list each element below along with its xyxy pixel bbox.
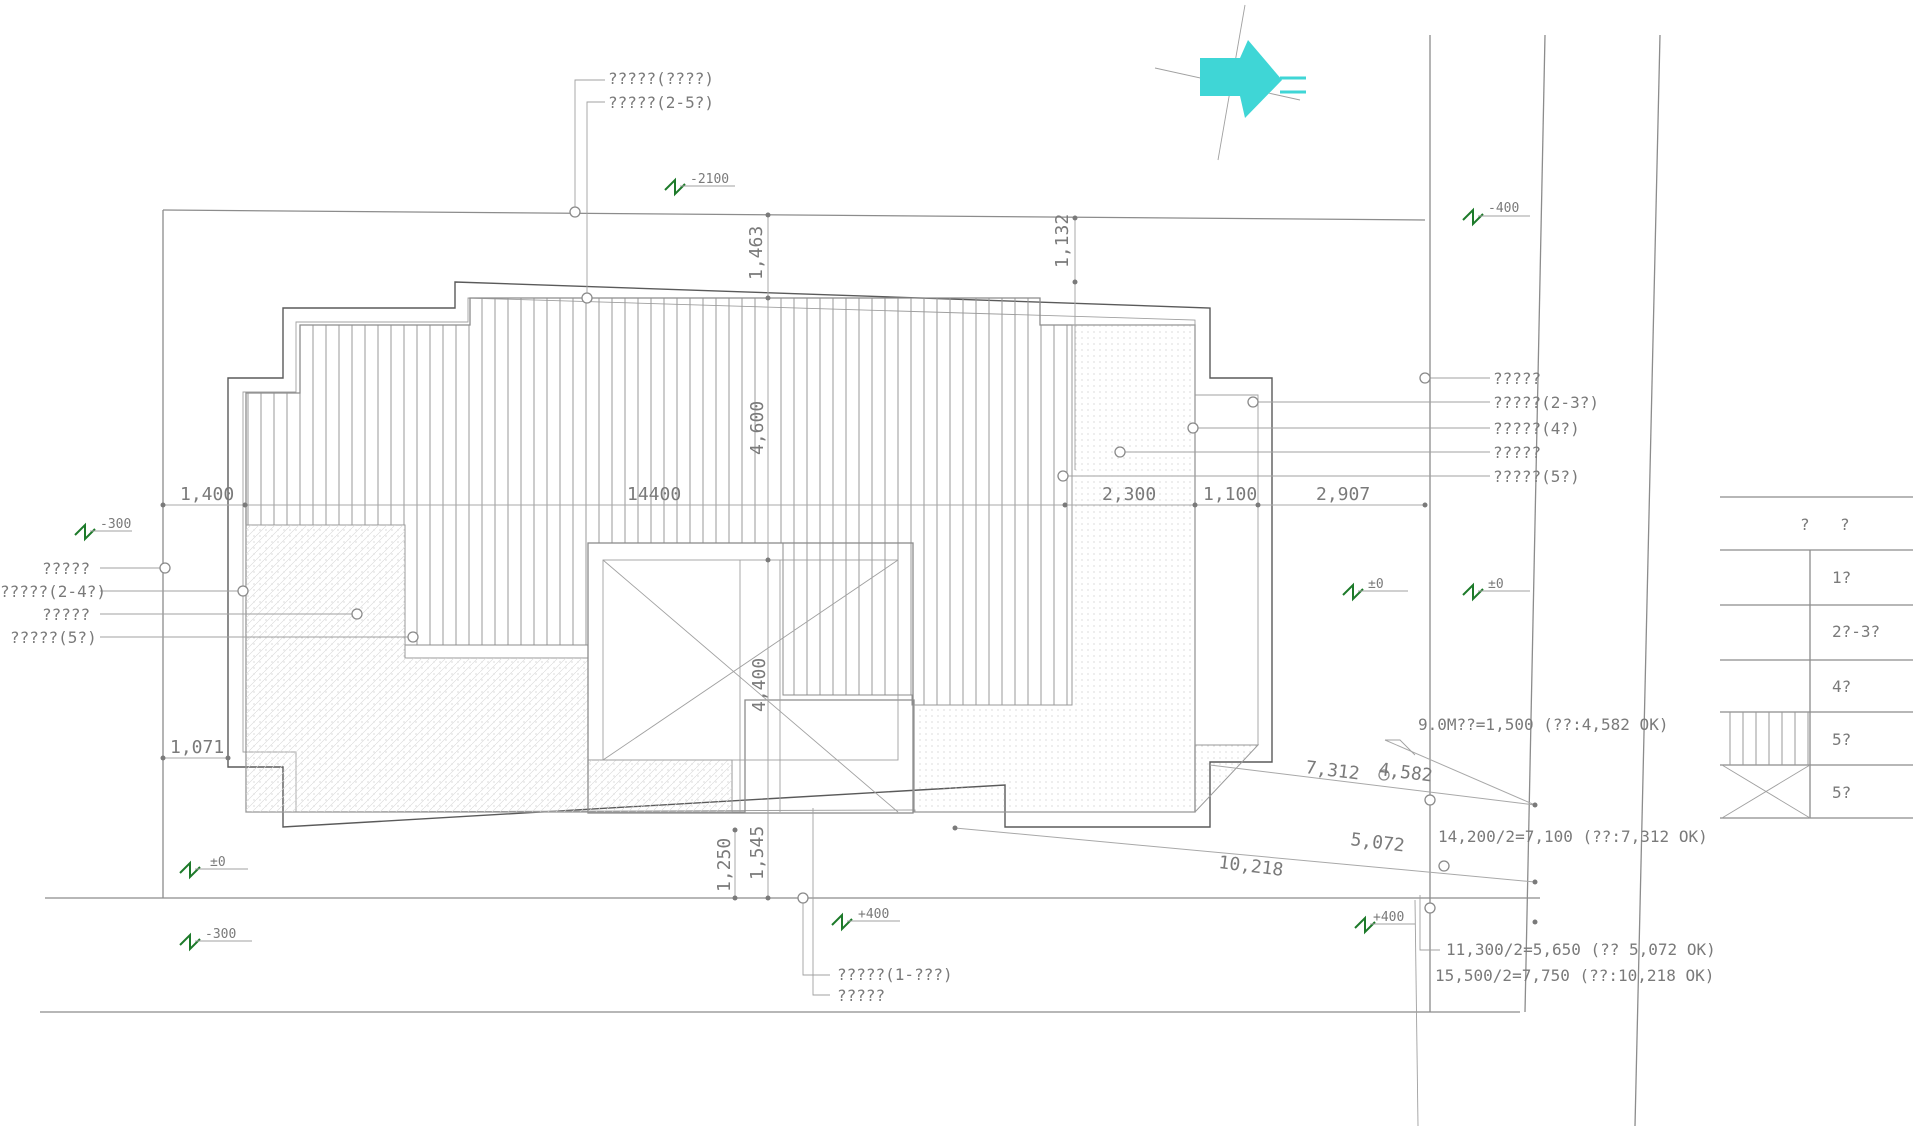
dimension-lines — [160, 212, 1538, 925]
setback-note: 14,200/2=7,100 (??:7,312 OK) — [1438, 827, 1708, 846]
dimension-label: 1,400 — [180, 484, 234, 505]
level-marker: ±0 — [1462, 577, 1530, 602]
legend-row-label: 2?-3? — [1832, 622, 1880, 641]
level-marker: +400 — [1354, 910, 1415, 935]
setback-note: 9.0M??=1,500 (??:4,582 OK) — [1418, 715, 1668, 734]
callout-label: ?????(2-3?) — [1493, 393, 1599, 412]
stair-core — [587, 542, 914, 814]
legend-header: ? — [1800, 515, 1810, 534]
level-label: -300 — [100, 517, 131, 532]
level-marker: -300 — [179, 927, 252, 952]
site-boundary — [40, 34, 1661, 1127]
callout-label: ?????(5?) — [1493, 467, 1580, 486]
dimension-label: 1,071 — [170, 737, 224, 758]
level-label: ±0 — [210, 855, 226, 870]
dimension-label: 1,250 — [714, 838, 735, 892]
callout-label: ????? — [1493, 443, 1541, 462]
level-label: ±0 — [1368, 577, 1384, 592]
callout-label: ?????(5?) — [10, 628, 97, 647]
callout-label: ????? — [42, 605, 90, 624]
legend-row-label: 5? — [1832, 730, 1851, 749]
callout-label: ????? — [42, 559, 90, 578]
level-marker: ±0 — [1342, 577, 1408, 602]
level-markers: -2100 -400 -300 ±0 ±0 ±0 -300 +400 — [74, 172, 1530, 952]
legend-row-label: 5? — [1832, 783, 1851, 802]
level-marker: -2100 — [664, 172, 735, 197]
dimension-label: 14400 — [627, 484, 681, 505]
dimension-label: 4,400 — [749, 658, 770, 712]
dimension-label: 1,100 — [1203, 484, 1257, 505]
dimension-label: 1,545 — [747, 826, 768, 880]
callout-label: ????? — [1493, 369, 1541, 388]
callout-label: ?????(4?) — [1493, 419, 1580, 438]
callout-label: ?????(2-5?) — [608, 93, 714, 112]
legend-row-label: 4? — [1832, 677, 1851, 696]
dimension-label: 1,463 — [746, 226, 767, 280]
setback-notes: 9.0M??=1,500 (??:4,582 OK) 14,200/2=7,10… — [1418, 715, 1716, 985]
dimension-label: 5,072 — [1349, 829, 1405, 856]
level-label: -300 — [205, 927, 236, 942]
dimension-label: 1,132 — [1052, 214, 1073, 268]
callout-labels: ?????(????) ?????(2-5?) ????? ?????(2-3?… — [0, 69, 1599, 1005]
level-label: -2100 — [690, 172, 729, 187]
dimension-label: 4,582 — [1377, 759, 1433, 786]
setback-note: 15,500/2=7,750 (??:10,218 OK) — [1435, 966, 1714, 985]
level-label: -400 — [1488, 201, 1519, 216]
dimension-label: 7,312 — [1304, 757, 1360, 784]
setback-note: 11,300/2=5,650 (?? 5,072 OK) — [1446, 940, 1716, 959]
dimension-label: 2,907 — [1316, 484, 1370, 505]
level-label: +400 — [858, 907, 889, 922]
north-arrow-icon — [1154, 4, 1306, 161]
dimension-label: 4,600 — [747, 401, 768, 455]
roof-hatch-area — [245, 297, 1260, 813]
callout-label: ?????(2-4?) — [0, 582, 106, 601]
legend-table: ? ? 1? 2?-3? 4? 5? 5? — [1720, 496, 1913, 819]
dimension-label: 2,300 — [1102, 484, 1156, 505]
dimension-label: 10,218 — [1217, 852, 1284, 881]
level-label: +400 — [1373, 910, 1404, 925]
level-marker: -300 — [74, 517, 132, 542]
callout-label: ?????(1-???) — [837, 965, 953, 984]
callout-leaders — [100, 79, 1490, 996]
legend-row-label: 1? — [1832, 568, 1851, 587]
level-marker: +400 — [831, 907, 900, 932]
level-label: ±0 — [1488, 577, 1504, 592]
level-marker: ±0 — [179, 855, 248, 880]
callout-label: ?????(????) — [608, 69, 714, 88]
callout-label: ????? — [837, 986, 885, 1005]
level-marker: -400 — [1462, 201, 1530, 227]
legend-header: ? — [1840, 515, 1850, 534]
